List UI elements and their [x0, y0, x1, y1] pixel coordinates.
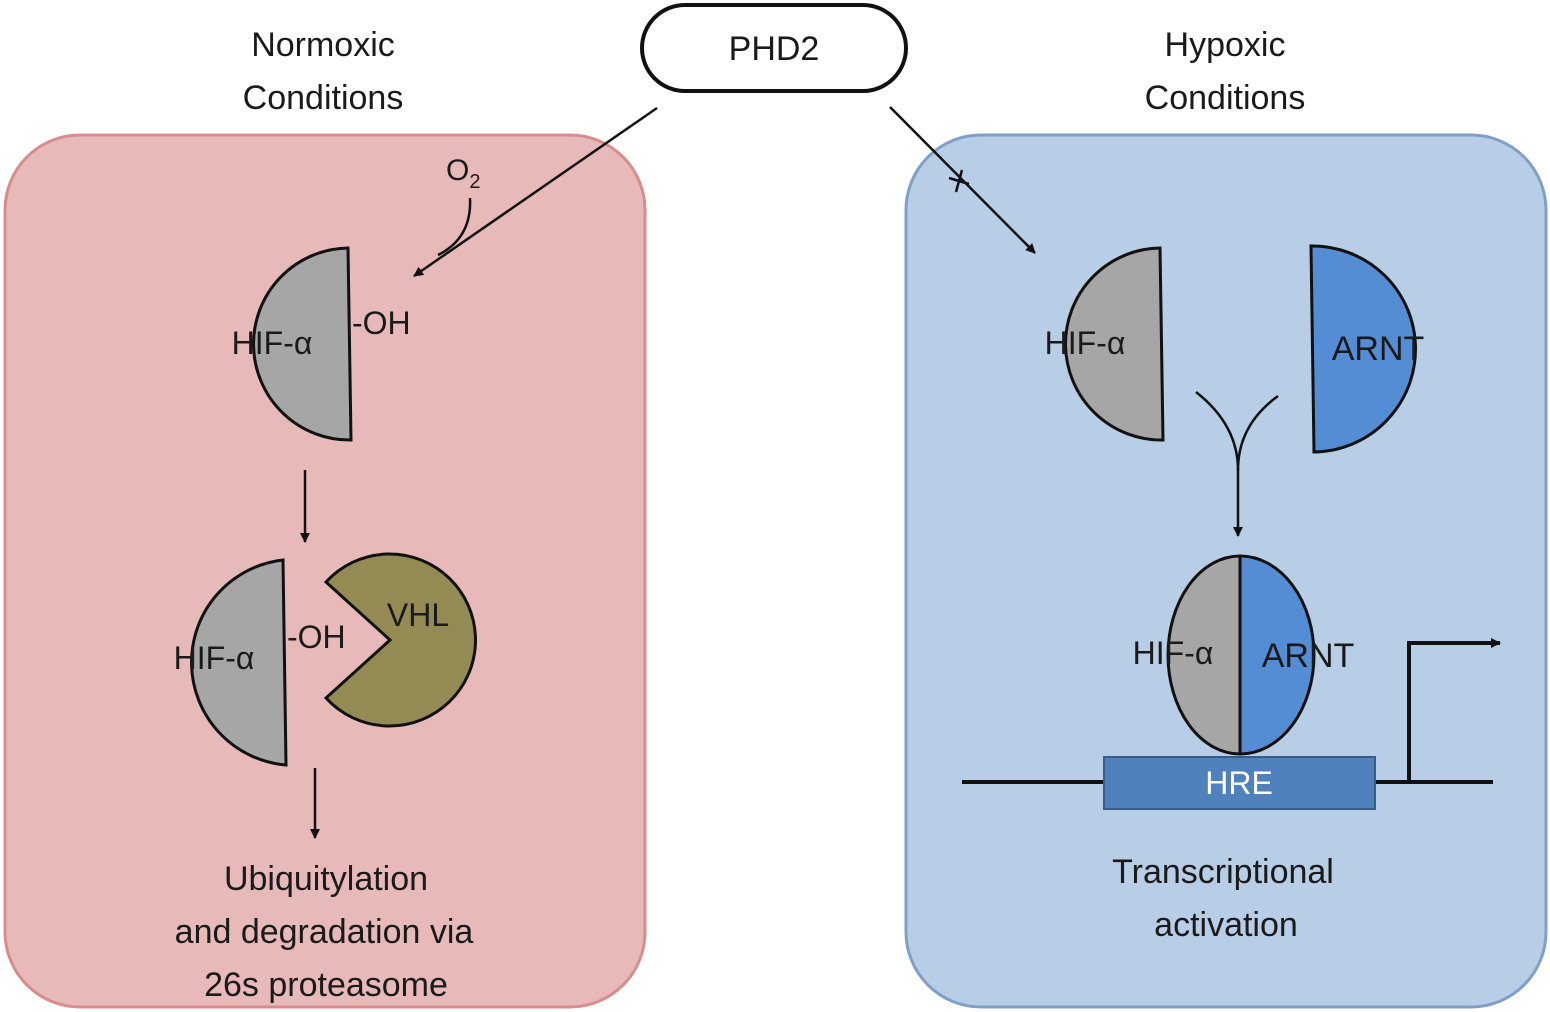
- hif-alpha-shape-hypoxic: [1064, 246, 1165, 442]
- hre-box: [1103, 756, 1376, 810]
- normoxic-outcome-line1: Ubiquitylation: [224, 860, 428, 898]
- normoxic-outcome-line3: 26s proteasome: [204, 966, 448, 1004]
- normoxic-title-line1: Normoxic: [251, 26, 395, 64]
- o2-curve: [437, 197, 472, 257]
- phd2-to-hif-arrow: [413, 106, 658, 278]
- phd2-box: [640, 3, 908, 93]
- hif-alpha-label-complex: HIF-α: [1133, 635, 1214, 671]
- vhl-label: VHL: [387, 597, 449, 633]
- hif-alpha-label-top: HIF-α: [232, 325, 313, 361]
- normoxic-outcome-line2: and degradation via: [175, 913, 474, 951]
- arnt-shape-hypoxic: [1309, 244, 1417, 454]
- normoxic-title-line2: Conditions: [243, 79, 404, 117]
- vhl-shape: [323, 552, 477, 728]
- oh-label-top: -OH: [352, 305, 411, 341]
- transcription-start-arrow: [1407, 638, 1501, 782]
- arnt-label-hypoxic: ARNT: [1332, 330, 1425, 368]
- hre-label: HRE: [1205, 765, 1273, 801]
- hypoxic-title-line2: Conditions: [1145, 79, 1306, 117]
- hif-alpha-shape-top: [252, 246, 353, 442]
- arnt-label-complex: ARNT: [1262, 637, 1355, 675]
- hypoxic-outcome-line2: activation: [1154, 906, 1298, 944]
- normoxic-panel: [3, 133, 647, 1009]
- hif-alpha-shape-complex: [1166, 554, 1242, 756]
- arnt-shape-complex: [1238, 554, 1316, 756]
- inhibition-mark-b: [954, 169, 964, 193]
- o2-label: O2: [446, 154, 480, 193]
- phd2-to-hypoxic-hif-arrow: [889, 106, 1036, 254]
- hif-alpha-shape-bottom: [190, 558, 288, 767]
- hypoxic-title-line1: Hypoxic: [1165, 26, 1286, 64]
- oh-label-bottom: -OH: [287, 619, 346, 655]
- phd2-label: PHD2: [729, 30, 820, 68]
- hif-alpha-label-bottom: HIF-α: [174, 640, 255, 676]
- hypoxic-outcome-line1: Transcriptional: [1112, 853, 1334, 891]
- hif-alpha-label-hypoxic: HIF-α: [1045, 325, 1126, 361]
